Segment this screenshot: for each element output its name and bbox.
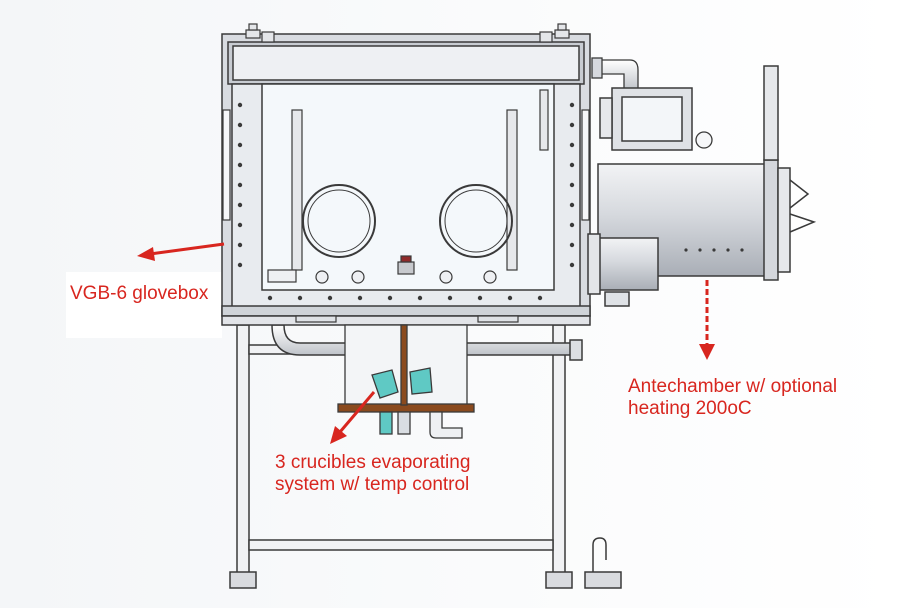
glove-port-right — [439, 184, 513, 258]
side-light-bars — [222, 109, 590, 221]
arrow-crucibles — [338, 391, 376, 433]
vacuum-pipe — [591, 57, 639, 91]
top-valves — [245, 23, 570, 43]
glove-ports — [302, 184, 513, 258]
crucibles-label-line1: 3 crucibles evaporating — [275, 452, 471, 473]
antechamber-label-line2: heating 200oC — [628, 398, 752, 419]
glovebox-label-box — [66, 272, 222, 338]
internal-rails — [291, 89, 549, 271]
arrow-glovebox — [149, 242, 225, 256]
glovebox-label: VGB-6 glovebox — [70, 283, 209, 304]
mini-antechamber — [597, 237, 659, 291]
crucibles-label: 3 crucibles evaporating system w/ temp c… — [275, 452, 470, 496]
antechamber-label: Antechamber w/ optional heating 200oC — [628, 376, 837, 420]
antechamber-label-line1: Antechamber w/ optional — [628, 376, 838, 397]
annotation-arrows — [137, 242, 715, 444]
antechamber — [587, 65, 817, 307]
glove-port-left — [302, 184, 376, 258]
flange-bolts — [237, 102, 575, 301]
foot-pedal — [584, 537, 622, 589]
control-panel — [599, 87, 693, 151]
crucibles-label-line2: system w/ temp control — [275, 474, 470, 495]
feedthroughs — [267, 255, 497, 284]
touch-screen — [621, 96, 683, 142]
antechamber-vents — [684, 248, 744, 252]
base-handles — [295, 315, 519, 323]
evaporation-system — [337, 324, 475, 439]
